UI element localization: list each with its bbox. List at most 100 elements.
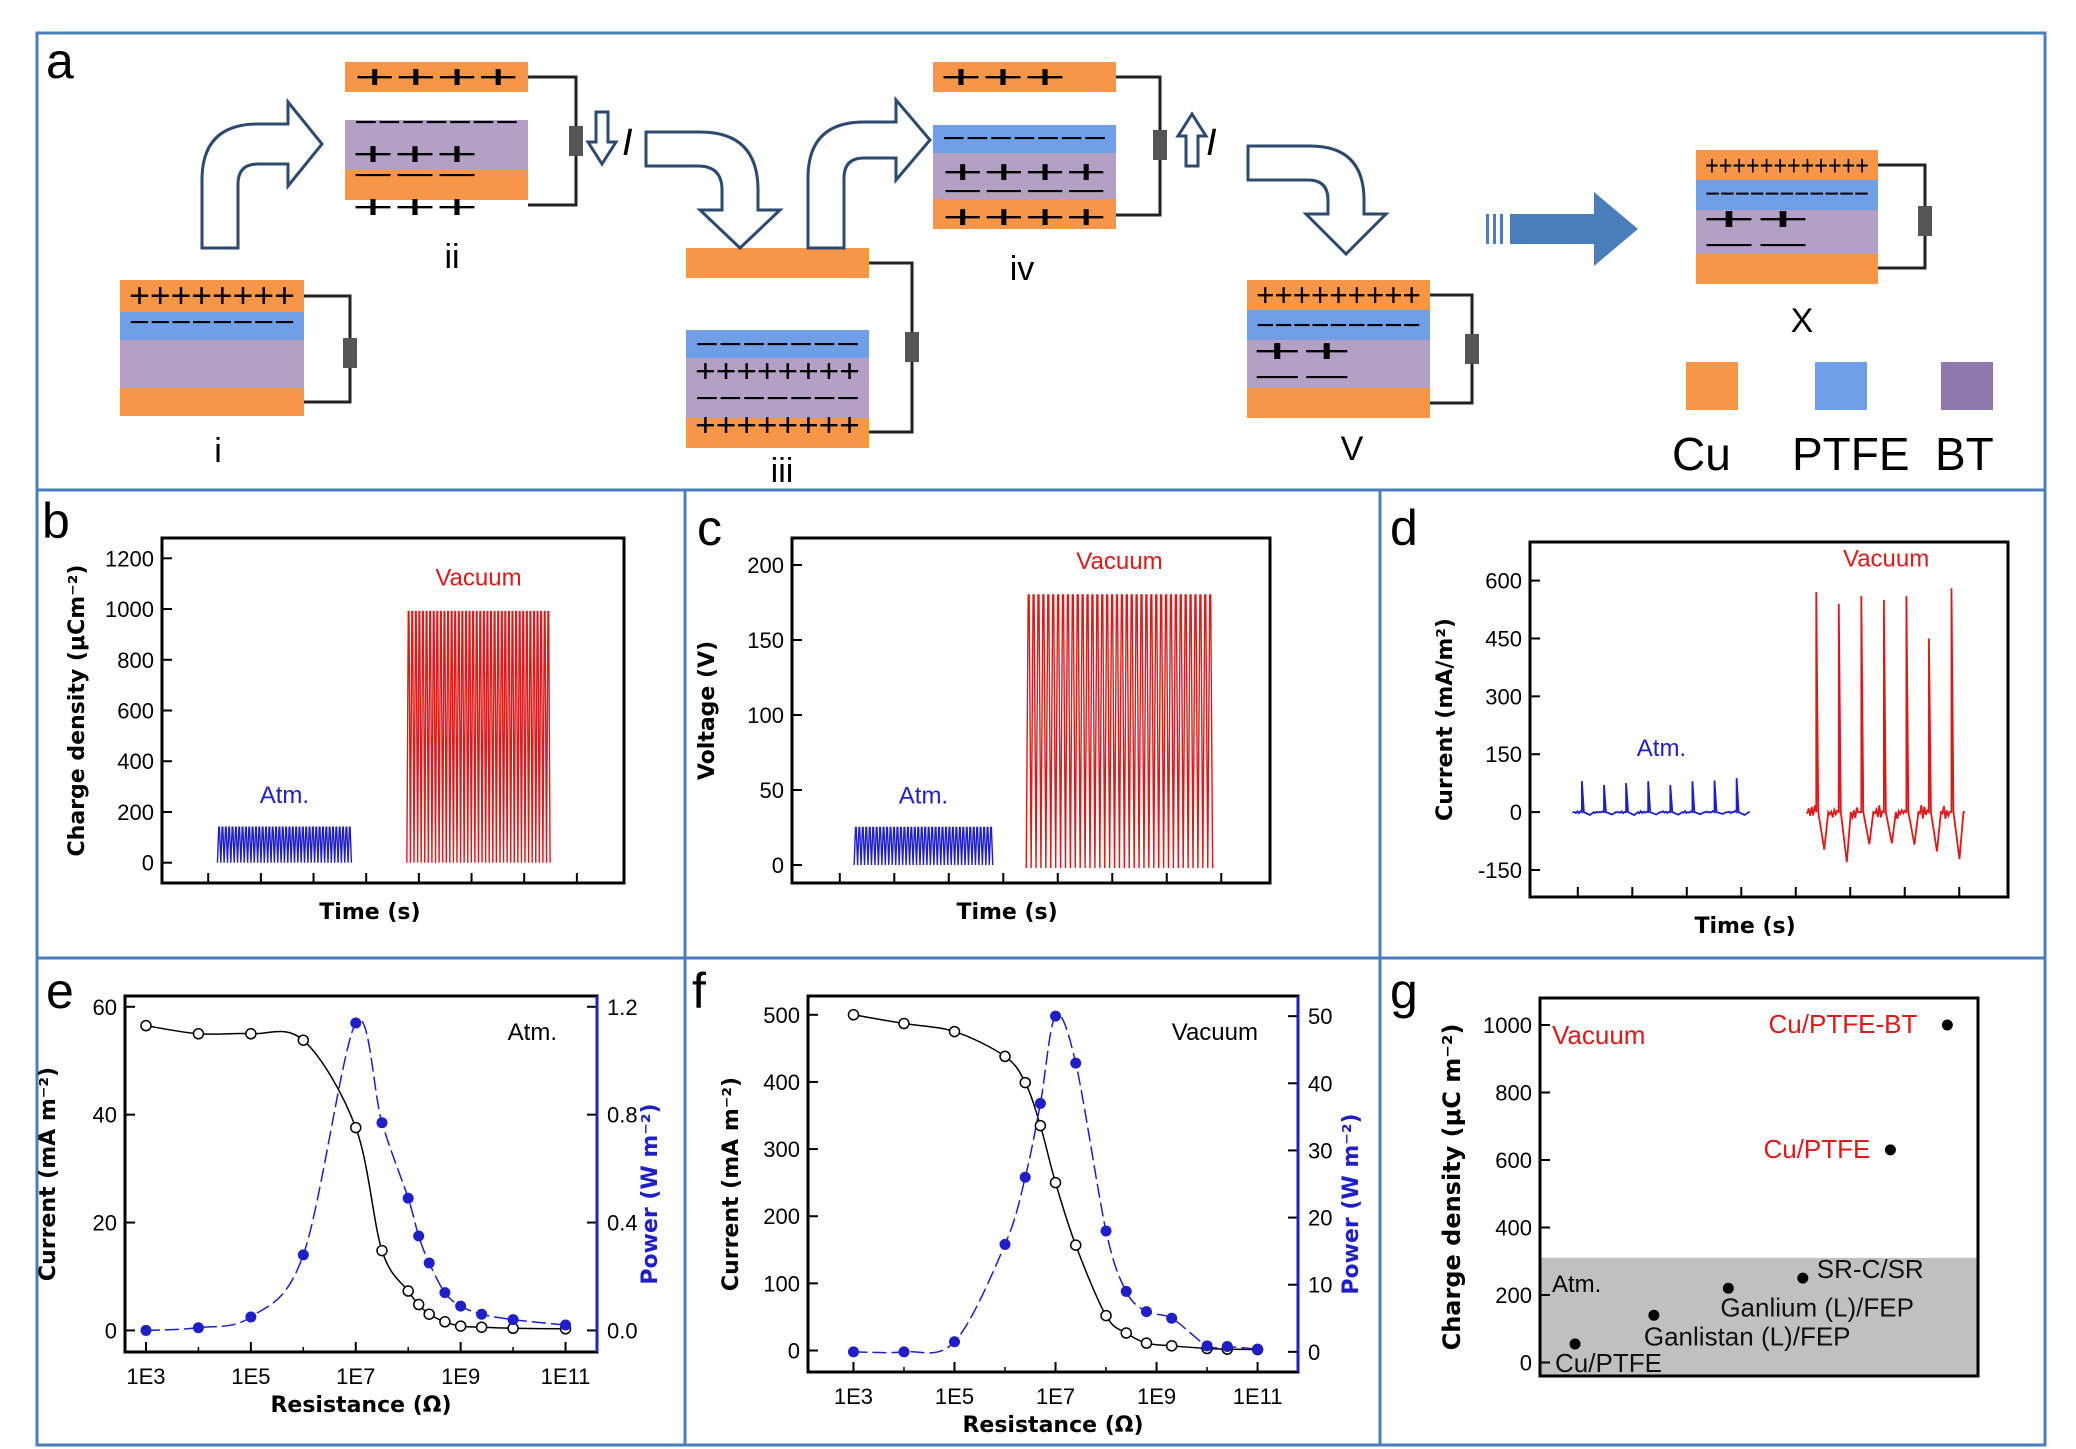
panel-d-series-1-label: Vacuum: [1843, 545, 1929, 572]
panel-f-annotation: Vacuum: [1172, 1019, 1258, 1046]
panel-e-power-point-1: [193, 1322, 204, 1333]
panel-b-ytick-label-3: 600: [117, 699, 154, 724]
panel-e-power-point-2: [245, 1311, 256, 1322]
panel-c-ylabel: Voltage (V): [695, 641, 720, 780]
panel-f-current-point-2: [949, 1027, 959, 1037]
panel-f-power-point-2: [949, 1336, 960, 1347]
panel-g-ytick-label-4: 800: [1495, 1081, 1532, 1106]
device-ii-circuit-wire: [528, 77, 576, 205]
panel-f-ytick-label-2: 200: [763, 1204, 800, 1229]
current-label-iv: I: [1206, 122, 1217, 164]
panel-f-power-point-7: [1070, 1058, 1081, 1069]
panel-f-ytick-label-1: 100: [763, 1271, 800, 1296]
panel-f-current-point-0: [848, 1010, 858, 1020]
panel-g-ytick-label-1: 200: [1495, 1283, 1532, 1308]
panel-e-right-ytick-label-1: 0.4: [607, 1211, 638, 1236]
panel-e-xtick-label-2: 1E7: [336, 1364, 375, 1389]
device-x-circuit-load-resistor: [1918, 206, 1932, 236]
legend-swatch-cu: [1686, 362, 1738, 410]
panel-f-power-point-3: [1000, 1239, 1011, 1250]
panel-e-current-point-9: [440, 1317, 450, 1327]
panel-e-xtick-label-1: 1E5: [231, 1364, 270, 1389]
panel-f-xtick-label-1: 1E5: [935, 1384, 974, 1409]
panel-d-ytick-label-4: 450: [1485, 626, 1522, 651]
panel-letter-c: c: [697, 500, 722, 556]
panel-g-ytick-label-2: 400: [1495, 1216, 1532, 1241]
panel-f-current-point-4: [1020, 1078, 1030, 1088]
material-legend: Cu PTFE BT: [1672, 362, 1994, 480]
panel-b-ylabel: Charge density (μCm⁻²): [65, 565, 90, 857]
device-ii-top-plus: ++++: [354, 59, 519, 95]
panel-d-series-0-trace: [1573, 778, 1750, 815]
panel-e-power-point-9: [439, 1287, 450, 1298]
panel-b-xlabel: Time (s): [319, 900, 420, 925]
panel-e-current-point-1: [193, 1029, 203, 1039]
panel-e-power-point-5: [376, 1117, 387, 1128]
panel-e-ytick-label-3: 60: [93, 995, 117, 1020]
panel-f-right-ytick-label-2: 20: [1308, 1206, 1332, 1231]
step-label-i: i: [214, 432, 222, 470]
panel-e-current-point-11: [477, 1322, 487, 1332]
device-iv-top-plus: +++: [940, 59, 1066, 95]
panel-e-current-point-3: [298, 1035, 308, 1045]
panel-b-series-1-trace: [407, 612, 550, 863]
panel-f-power-point-13: [1222, 1341, 1233, 1352]
current-label-ii: I: [622, 122, 633, 164]
panel-e-plot-frame: [125, 996, 597, 1352]
panel-c-series-0-label: Atm.: [899, 783, 948, 810]
device-ii-minus-row: −−−−−−−: [354, 106, 519, 139]
device-i-layer-2: [120, 340, 304, 388]
panel-f-ytick-label-3: 300: [763, 1137, 800, 1162]
device-iii-top-layer-0: [686, 248, 869, 278]
legend-label-ptfe: PTFE: [1792, 428, 1910, 480]
device-i-circuit-load-resistor: [343, 338, 357, 368]
panel-f-right-ytick-label-0: 0: [1308, 1340, 1320, 1365]
panel-d-ytick-label-1: 0: [1510, 800, 1522, 825]
panel-c-voltage-chart: 050100150200Time (s)Voltage (V)Atm.Vacuu…: [695, 538, 1270, 925]
device-ii-bt-minus: −−−: [352, 159, 478, 192]
device-iii-bottom-plus: ++++++++: [695, 407, 860, 443]
panel-b-series-0-label: Atm.: [260, 782, 309, 809]
panel-f-y2label: Power (W m⁻²): [1339, 1113, 1364, 1294]
panel-e-current-point-0: [141, 1021, 151, 1031]
panel-e-xlabel: Resistance (Ω): [270, 1393, 451, 1418]
panel-letter-e: e: [46, 963, 74, 1019]
panel-d-ytick-label-5: 600: [1485, 569, 1522, 594]
panel-e-y2label: Power (W m⁻²): [638, 1103, 663, 1284]
panel-e-current-point-5: [377, 1246, 387, 1256]
panel-c-ytick-label-3: 150: [747, 628, 784, 653]
panel-f-power-point-0: [848, 1346, 859, 1357]
panel-f-right-ytick-label-4: 40: [1308, 1071, 1332, 1096]
panel-d-current-chart: -1500150300450600Time (s)Current (mA/m²)…: [1433, 542, 2008, 939]
process-arrow-i-ii-icon: [202, 102, 322, 248]
device-iv-circuit-load-resistor: [1153, 130, 1167, 160]
device-v-circuit-load-resistor: [1465, 334, 1479, 364]
device-x-plus-row: ++++++++++++: [1705, 150, 1869, 181]
panel-f-right-ytick-label-3: 30: [1308, 1138, 1332, 1163]
panel-b-series-1-label: Vacuum: [435, 565, 521, 592]
panel-b-ytick-label-5: 1000: [105, 597, 154, 622]
panel-e-power-point-13: [560, 1320, 571, 1331]
panel-f-power-point-1: [898, 1346, 909, 1357]
panel-e-ytick-label-2: 40: [93, 1103, 117, 1128]
panel-b-ytick-label-1: 200: [117, 800, 154, 825]
panel-b-ytick-label-6: 1200: [105, 546, 154, 571]
panel-d-xlabel: Time (s): [1694, 914, 1795, 939]
device-iv-minus-row: −−−−−−−: [942, 122, 1107, 155]
panel-g-point-label-0: Cu/PTFE-BT: [1769, 1009, 1918, 1039]
panel-f-xtick-label-3: 1E9: [1137, 1384, 1176, 1409]
panel-g-ytick-label-5: 1000: [1483, 1013, 1532, 1038]
panel-f-power-point-14: [1252, 1344, 1263, 1355]
panel-g-point-label-2: SR-C/SR: [1817, 1254, 1924, 1284]
panel-letter-g: g: [1390, 963, 1418, 1019]
device-i-layer-3: [120, 388, 304, 416]
process-arrow-ii-iii-icon: [646, 132, 780, 248]
device-ii-bottom-plus: +++: [352, 189, 478, 225]
panel-c-series-1-label: Vacuum: [1076, 548, 1162, 575]
panel-e-current-point-6: [403, 1286, 413, 1296]
panel-g-point-2: [1797, 1273, 1808, 1284]
panel-f-current-point-3: [1000, 1051, 1010, 1061]
panel-g-charge-comparison-chart: 02004006008001000Charge density (μC m⁻²)…: [1438, 998, 1978, 1378]
panel-f-power-point-10: [1141, 1306, 1152, 1317]
solid-arrow-tail-2: [1500, 214, 1503, 244]
